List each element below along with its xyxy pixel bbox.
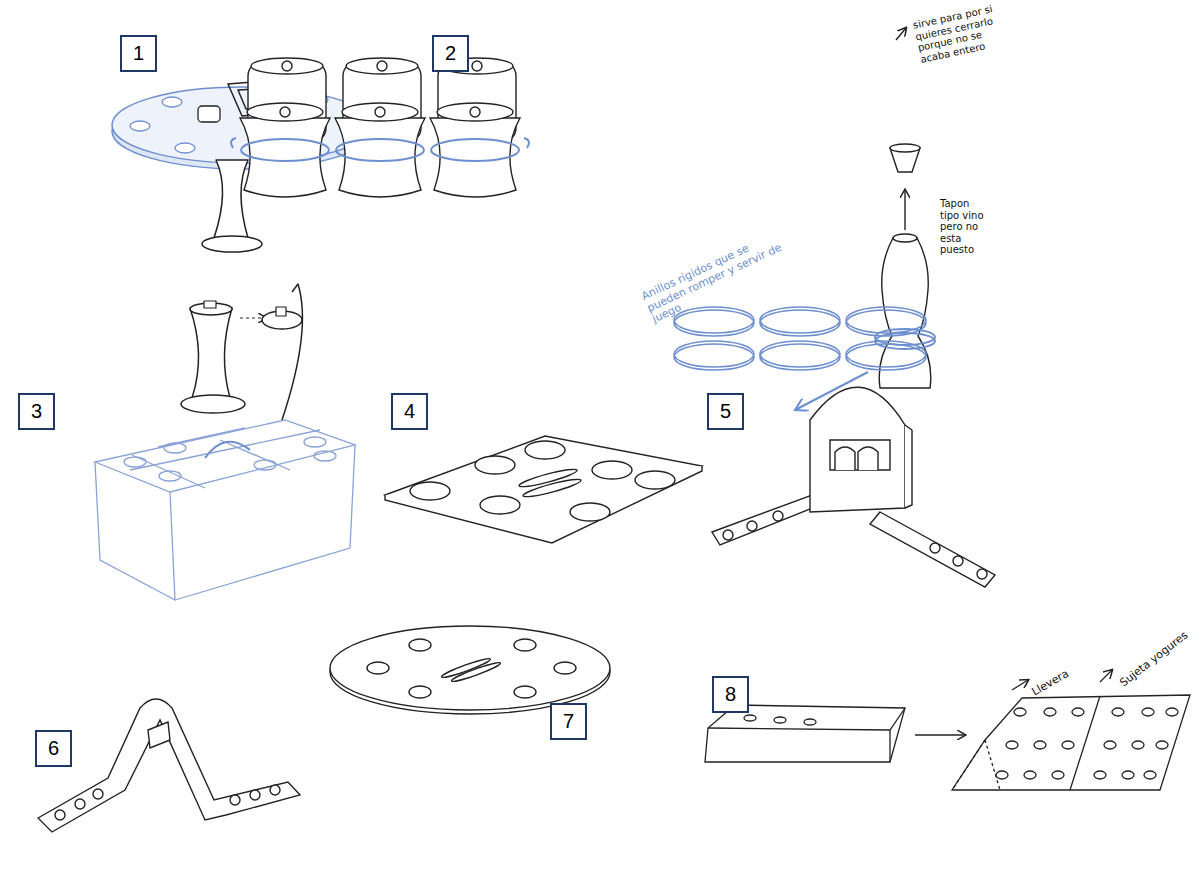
callout-box: 2 [432,35,469,72]
handwritten-note: Tapon tipo vino pero no esta puesto [940,198,990,256]
callout-box: 6 [35,730,72,767]
callout-number: 6 [48,737,59,760]
callout-number: 1 [133,42,144,65]
concept-1-sketch [112,80,372,420]
callout-box: 4 [391,393,428,430]
callout-number: 3 [31,400,42,423]
callout-number: 8 [725,683,736,706]
concept-4-sketch [385,436,702,543]
concept-6-sketch [38,699,300,832]
concept-7-sketch [330,626,610,714]
callout-number: 4 [404,400,415,423]
callout-box: 3 [18,393,55,430]
callout-number: 2 [445,42,456,65]
callout-box: 8 [712,676,749,713]
callout-number: 5 [720,400,731,423]
handwritten-note: Llevera [1030,648,1106,699]
concept-5-sketch [712,387,995,587]
concept-2-sketch [231,28,935,410]
concept-3-sketch [95,420,355,600]
callout-box: 1 [120,35,157,72]
handwritten-note: Sujeta yogures [1118,625,1197,690]
callout-box: 5 [707,393,744,430]
callout-box: 7 [550,703,587,740]
concept-8-sketch [705,670,1190,790]
callout-number: 7 [563,710,574,733]
handwritten-note: sirve para por si quieres cerrarlo porqu… [912,0,1014,65]
